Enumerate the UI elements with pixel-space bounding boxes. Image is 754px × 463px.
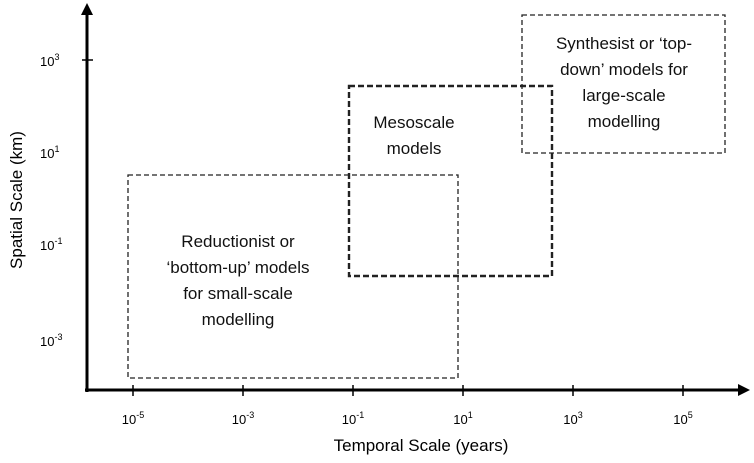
- synthesist-box: [521, 14, 726, 154]
- x-tick-label: 105: [673, 410, 692, 427]
- svg-text:modelling: modelling: [202, 310, 275, 329]
- y-axis-title: Spatial Scale (km): [7, 131, 26, 269]
- reductionist-label: Reductionist or ‘bottom-up’ models for s…: [167, 232, 310, 329]
- reductionist-box: [127, 174, 459, 379]
- x-tick-label: 103: [563, 410, 582, 427]
- svg-text:modelling: modelling: [588, 112, 661, 131]
- x-tick-label: 10-1: [342, 410, 364, 427]
- svg-text:Synthesist or ‘top-: Synthesist or ‘top-: [556, 34, 692, 53]
- x-axis-arrowhead: [738, 384, 750, 396]
- x-tick-label: 10-3: [232, 410, 254, 427]
- x-axis-title: Temporal Scale (years): [334, 436, 509, 455]
- x-tick-label: 101: [453, 410, 472, 427]
- svg-text:large-scale: large-scale: [582, 86, 665, 105]
- y-tick-label: 101: [40, 144, 59, 161]
- x-tick-marks: [132, 385, 684, 396]
- y-tick-label: 10-1: [40, 236, 62, 253]
- mesoscale-label: Mesoscale models: [373, 113, 454, 158]
- y-axis-arrowhead: [81, 3, 93, 15]
- svg-text:Mesoscale: Mesoscale: [373, 113, 454, 132]
- y-tick-label: 103: [40, 52, 59, 69]
- svg-text:‘bottom-up’ models: ‘bottom-up’ models: [167, 258, 310, 277]
- svg-text:down’ models for: down’ models for: [560, 60, 688, 79]
- svg-text:for small-scale: for small-scale: [183, 284, 293, 303]
- svg-text:Reductionist or: Reductionist or: [181, 232, 295, 251]
- svg-text:models: models: [387, 139, 442, 158]
- synthesist-label: Synthesist or ‘top- down’ models for lar…: [556, 34, 692, 131]
- x-tick-label: 10-5: [122, 410, 144, 427]
- mesoscale-box: [347, 84, 554, 278]
- y-tick-label: 10-3: [40, 332, 62, 349]
